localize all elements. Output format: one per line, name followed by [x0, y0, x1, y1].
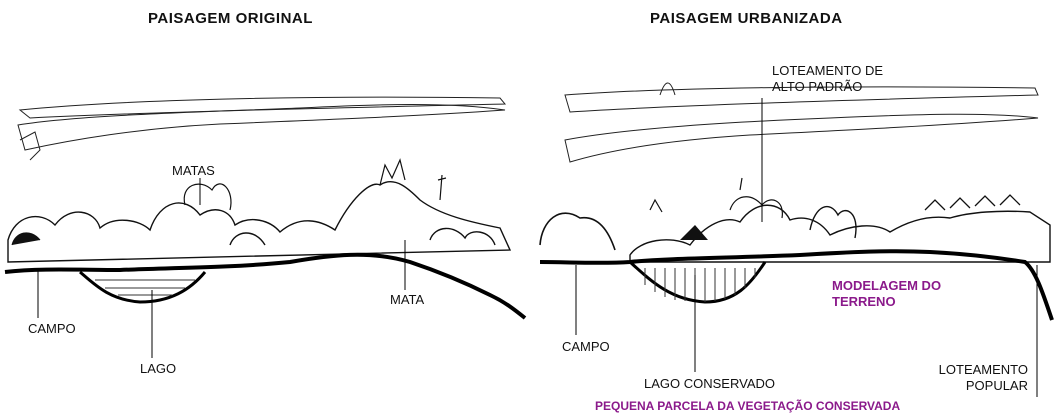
panel-title-urbanized: PAISAGEM URBANIZADA — [650, 10, 843, 27]
original-landscape-panel: PAISAGEM ORIGINAL MATAS MATA CAMPO LAGO — [4, 10, 527, 376]
label-vegetacao-conservada: PEQUENA PARCELA DA VEGETAÇÃO CONSERVADA — [595, 399, 901, 413]
label-mata: MATA — [390, 292, 425, 307]
label-modelagem-line2: TERRENO — [832, 294, 896, 309]
urbanized-landscape-sketch — [539, 82, 1054, 397]
label-loteamento-popular: LOTEAMENTO POPULAR — [928, 362, 1028, 394]
label-campo-left: CAMPO — [28, 321, 76, 336]
urbanized-landscape-panel: PAISAGEM URBANIZADA LOTEAMENTO DE ALTO P… — [530, 0, 1060, 415]
label-matas: MATAS — [172, 163, 215, 178]
label-loteamento-popular-line1: LOTEAMENTO — [938, 362, 1028, 377]
label-loteamento-popular-line2: POPULAR — [965, 378, 1028, 393]
label-loteamento-alto-line1: LOTEAMENTO DE — [772, 63, 884, 78]
label-lago: LAGO — [140, 361, 177, 376]
label-modelagem-terreno: MODELAGEM DO TERRENO — [832, 278, 941, 310]
label-loteamento-alto-line2: ALTO PADRÃO — [772, 79, 863, 94]
label-loteamento-alto-padrao: LOTEAMENTO DE ALTO PADRÃO — [772, 63, 883, 95]
label-campo-right: CAMPO — [562, 339, 610, 354]
label-modelagem-line1: MODELAGEM DO — [832, 278, 942, 293]
original-landscape-sketch — [4, 96, 527, 358]
panel-title-original: PAISAGEM ORIGINAL — [148, 10, 313, 27]
label-lago-conservado: LAGO CONSERVADO — [644, 376, 775, 391]
